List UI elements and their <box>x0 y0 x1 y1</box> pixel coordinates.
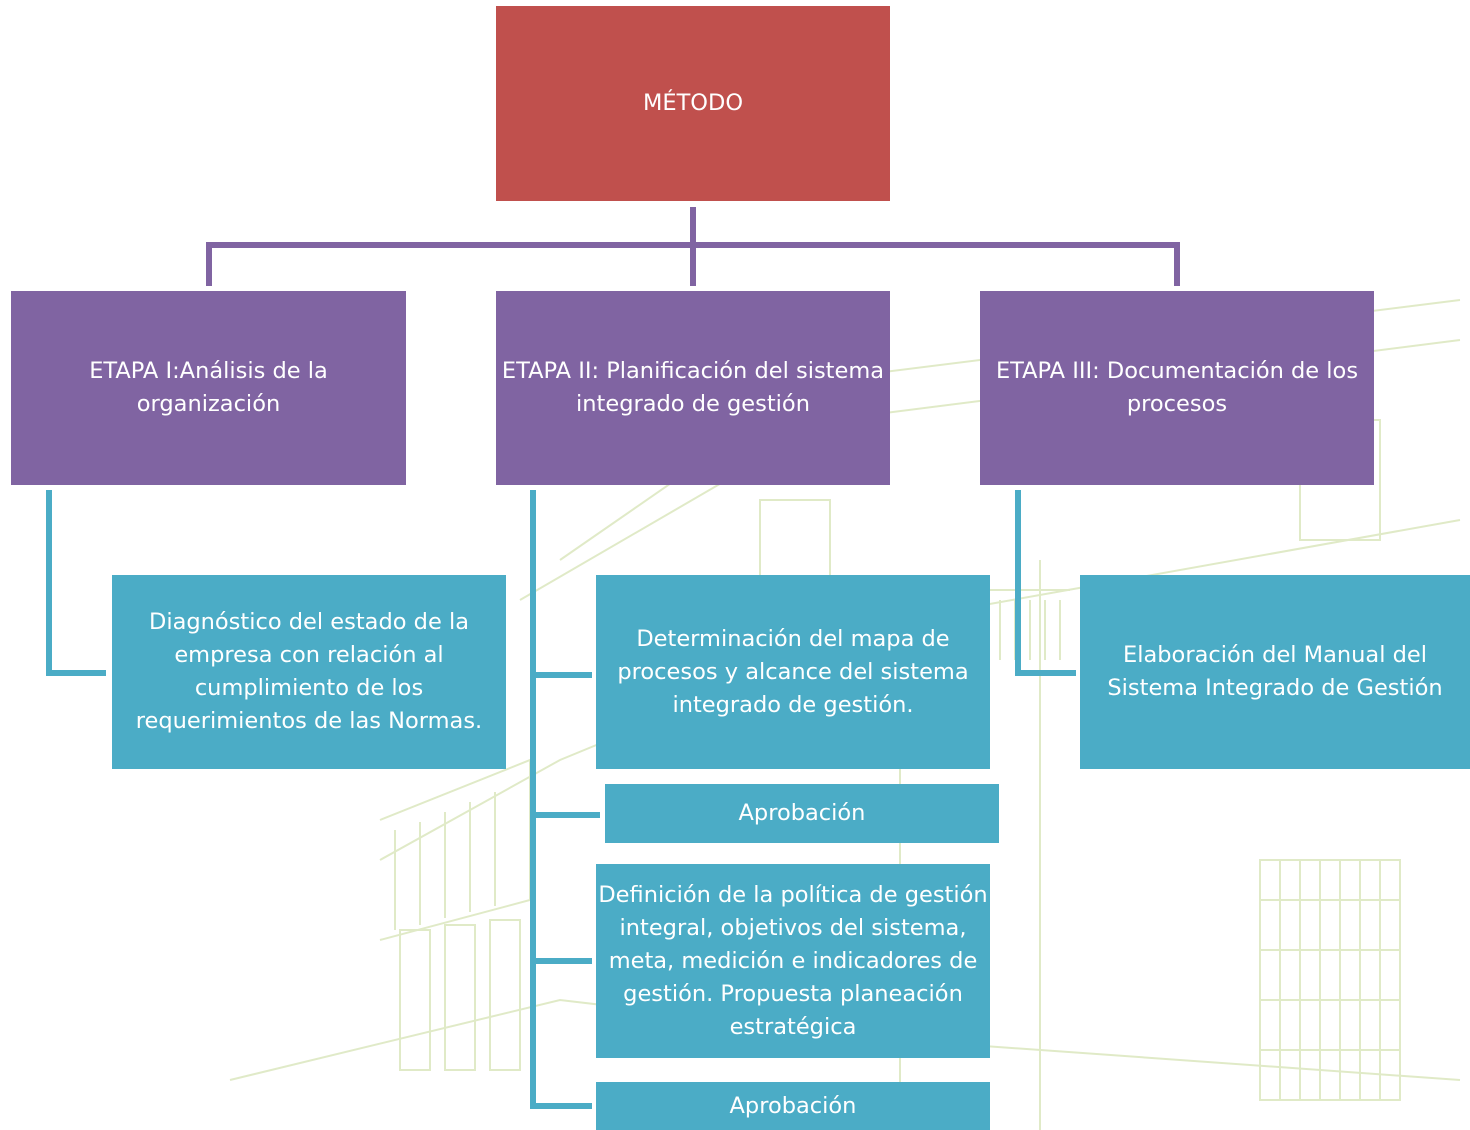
task-2-1-label: Determinación del mapa de procesos y alc… <box>617 625 969 718</box>
root-connectors <box>206 207 1180 286</box>
task-2-3-label: Definición de la política de gestión int… <box>598 881 988 1040</box>
root-node: MÉTODO <box>496 6 890 201</box>
stage-2-label: ETAPA II: Planificación del sistema inte… <box>501 358 885 417</box>
task-3-1-label: Elaboración del Manual del Sistema Integ… <box>1107 642 1443 701</box>
connector-task-1-1 <box>46 490 106 676</box>
stage-node-2: ETAPA II: Planificación del sistema inte… <box>496 291 890 485</box>
task-node-2-4: Aprobación <box>596 1082 990 1130</box>
task-node-2-2: Aprobación <box>605 784 999 843</box>
task-node-2-1: Determinación del mapa de procesos y alc… <box>596 575 990 769</box>
task-2-2-label: Aprobación <box>738 800 866 826</box>
task-node-3-1: Elaboración del Manual del Sistema Integ… <box>1080 575 1470 769</box>
task-connectors <box>46 490 1076 1109</box>
stage-node-1: ETAPA I:Análisis de la organización <box>11 291 406 485</box>
task-node-2-3: Definición de la política de gestión int… <box>596 864 990 1058</box>
root-label: MÉTODO <box>642 90 744 116</box>
task-node-1-1: Diagnóstico del estado de la empresa con… <box>112 575 506 769</box>
stage-1-label: ETAPA I:Análisis de la organización <box>89 358 328 417</box>
task-1-1-label: Diagnóstico del estado de la empresa con… <box>135 609 483 734</box>
task-2-4-label: Aprobación <box>729 1092 857 1119</box>
stage-3-label: ETAPA III: Documentación de los procesos <box>995 358 1359 417</box>
stage-node-3: ETAPA III: Documentación de los procesos <box>980 291 1374 485</box>
connector-task-3-1 <box>1015 490 1076 676</box>
